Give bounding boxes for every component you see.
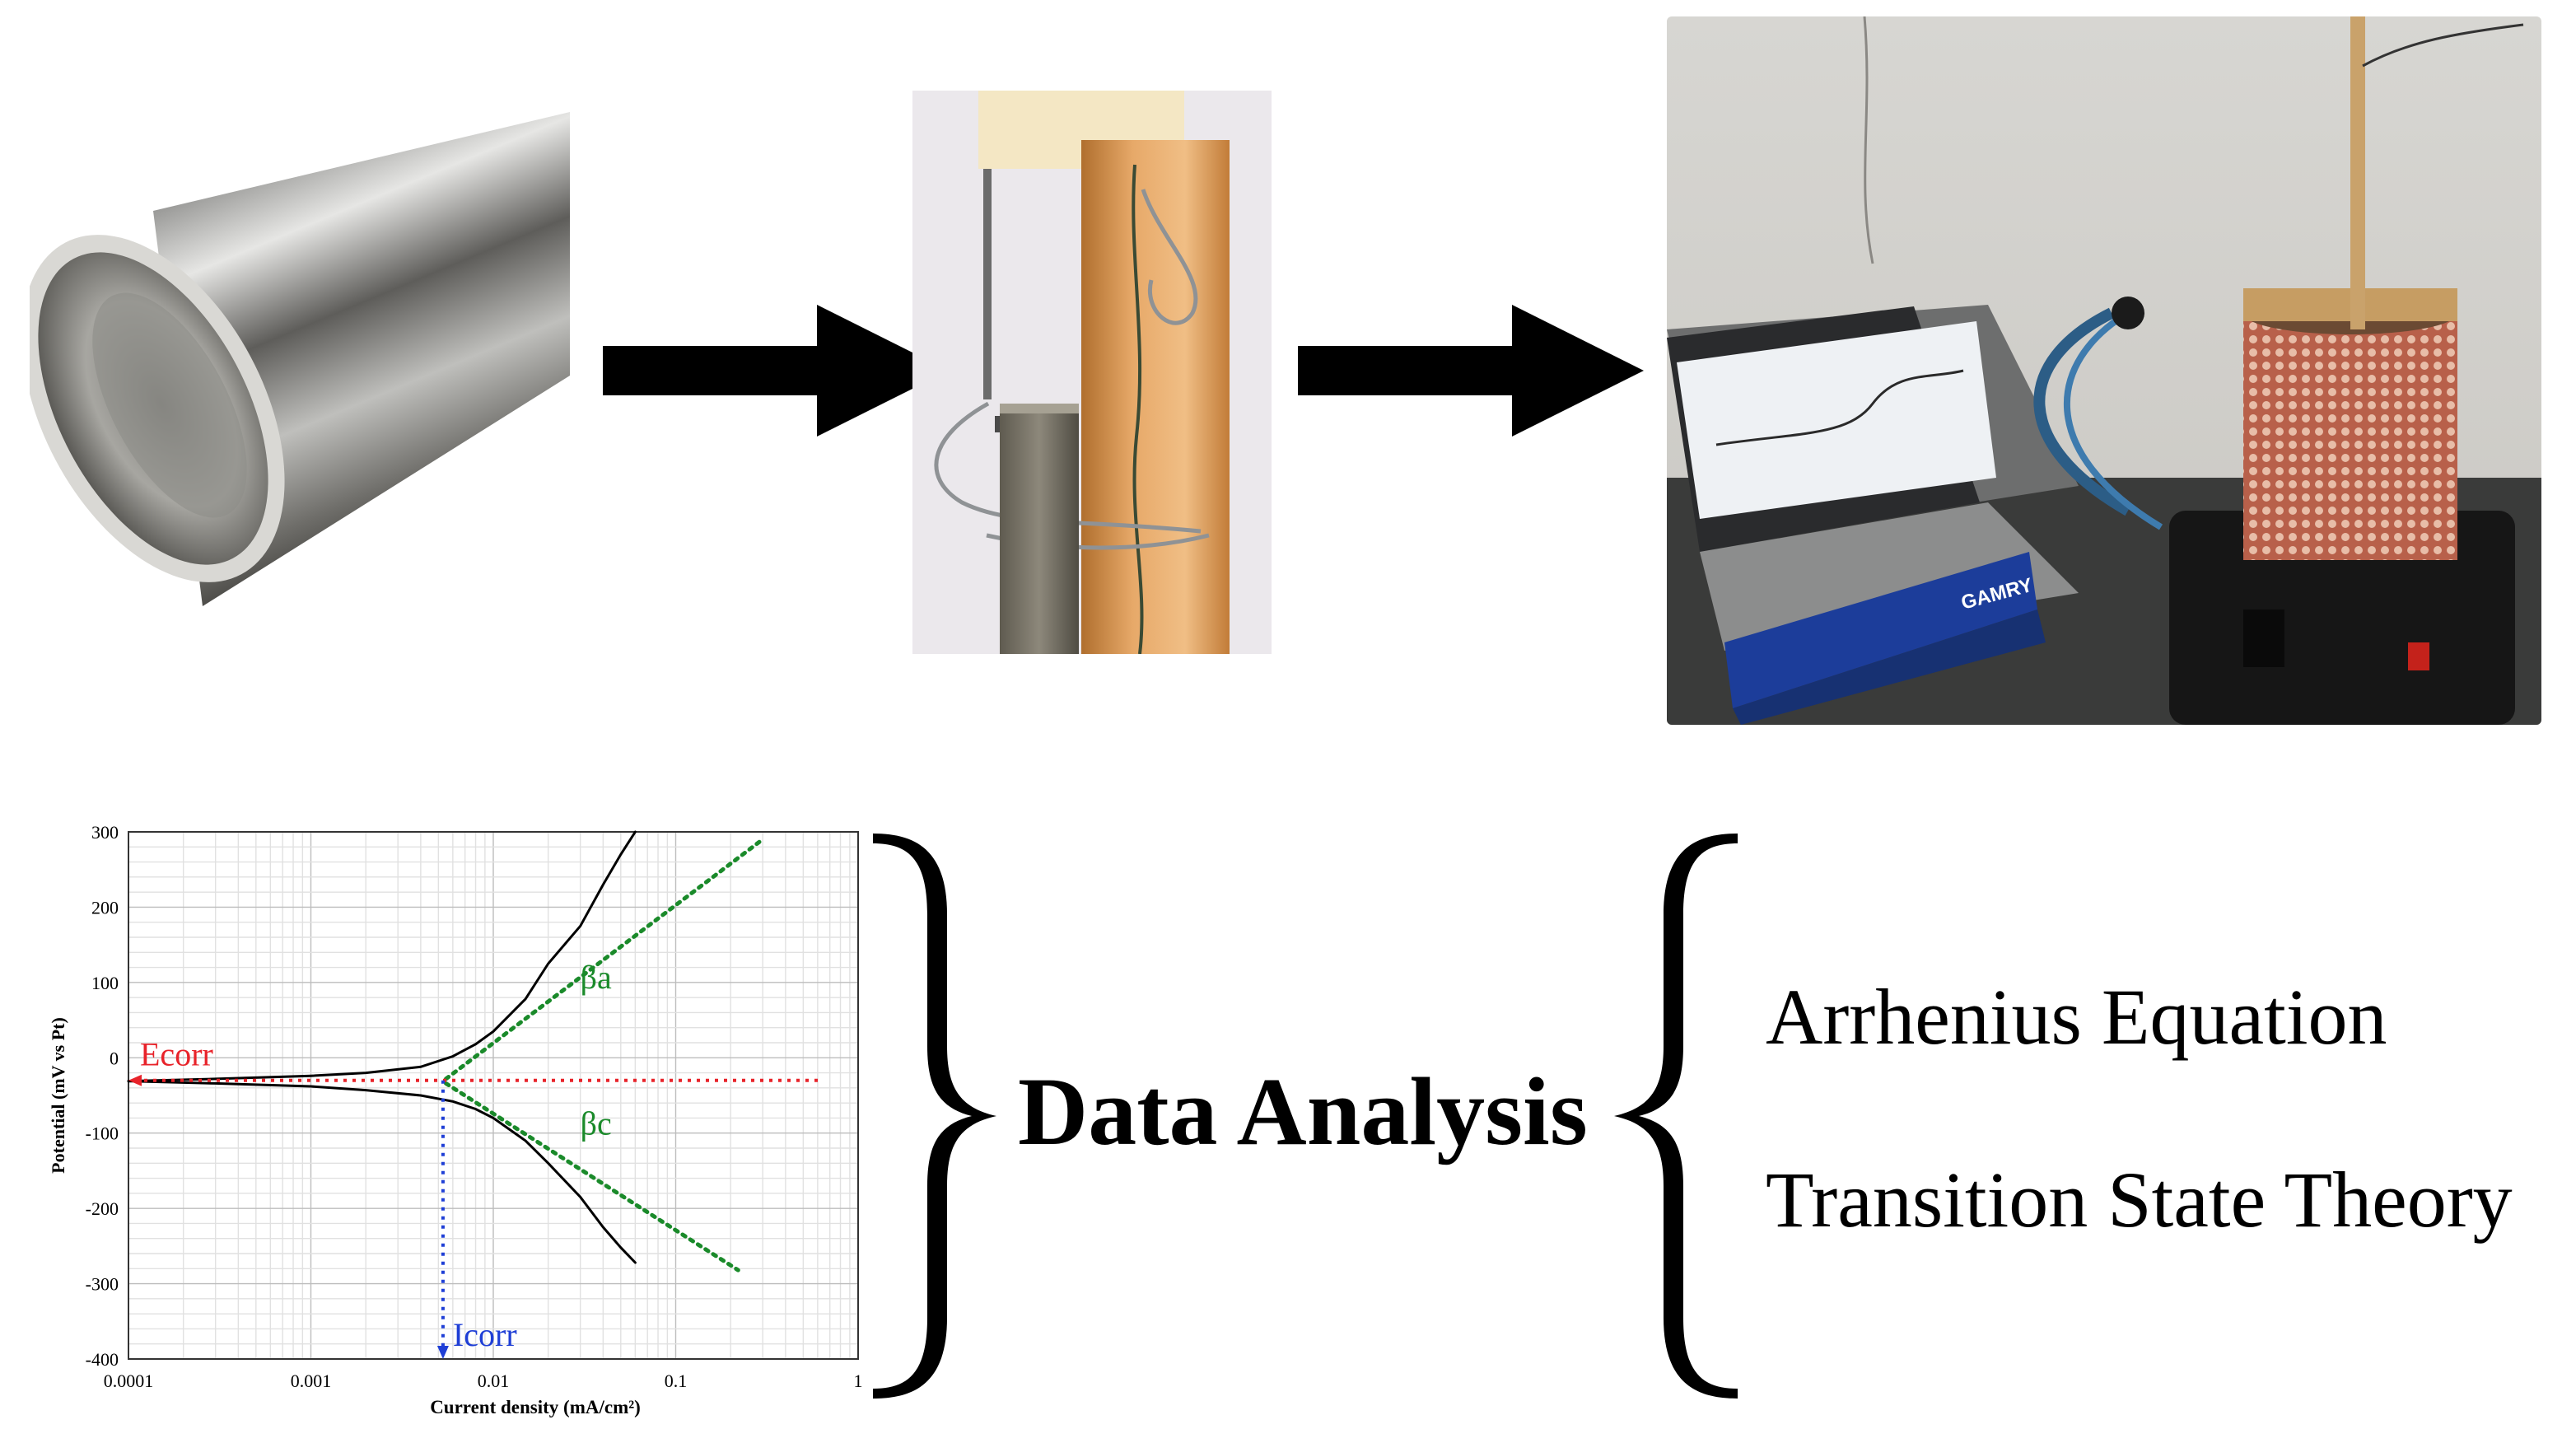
ecorr-arrowhead bbox=[128, 1074, 142, 1086]
icorr-arrowhead bbox=[436, 1346, 449, 1359]
x-tick-label: 0.0001 bbox=[104, 1371, 154, 1391]
y-tick-label: 300 bbox=[91, 822, 119, 843]
x-tick-label: 0.01 bbox=[478, 1371, 510, 1391]
data-analysis-label: Data Analysis bbox=[1018, 1058, 1588, 1165]
y-tick-label: 0 bbox=[110, 1048, 119, 1068]
y-tick-label: 200 bbox=[91, 897, 119, 918]
metal-pipe-icon bbox=[30, 112, 570, 606]
series-cathodic-branch bbox=[127, 1080, 637, 1264]
series-tafel-anodic bbox=[444, 837, 765, 1081]
chart-grid bbox=[128, 831, 858, 1360]
axis-ticks: 0.0001 0.001 0.01 0.1 1 300 200 100 0 -100 -200 -30… bbox=[86, 822, 863, 1391]
right-curly-brace-icon bbox=[873, 834, 996, 1399]
x-tick-label: 0.1 bbox=[665, 1371, 688, 1391]
right-arrow-icon bbox=[1298, 305, 1644, 437]
beta-c-label: βc bbox=[581, 1105, 612, 1142]
series-tafel-cathodic bbox=[444, 1081, 740, 1273]
y-tick-label: -100 bbox=[86, 1123, 119, 1144]
y-tick-label: -200 bbox=[86, 1198, 119, 1219]
ecorr-label: Ecorr bbox=[140, 1036, 213, 1073]
x-tick-label: 1 bbox=[854, 1371, 863, 1391]
y-tick-label: -300 bbox=[86, 1274, 119, 1295]
icorr-label: Icorr bbox=[453, 1316, 517, 1353]
polarization-curve-chart: 0.0001 0.001 0.01 0.1 1 300 200 100 0 -100 -200 -30… bbox=[49, 822, 863, 1417]
y-tick-label: 100 bbox=[91, 973, 119, 993]
y-tick-label: -400 bbox=[86, 1349, 119, 1370]
right-arrow-icon bbox=[603, 305, 949, 437]
x-axis-label: Current density (mA/cm²) bbox=[430, 1397, 641, 1417]
method-arrhenius-equation: Arrhenius Equation bbox=[1766, 973, 2387, 1061]
plot-frame bbox=[128, 831, 859, 1360]
y-axis-label: Potential (mV vs Pt) bbox=[49, 1017, 68, 1174]
beta-a-label: βa bbox=[581, 959, 612, 996]
chart-series bbox=[127, 830, 765, 1273]
x-tick-label: 0.001 bbox=[291, 1371, 332, 1391]
potentiostat-furnace-icon: GAMRY bbox=[1667, 16, 2541, 725]
series-anodic-branch bbox=[127, 830, 637, 1083]
method-transition-state-theory: Transition State Theory bbox=[1766, 1156, 2513, 1244]
electrode-sample-icon bbox=[912, 91, 1272, 654]
left-curly-brace-icon bbox=[1614, 834, 1738, 1399]
